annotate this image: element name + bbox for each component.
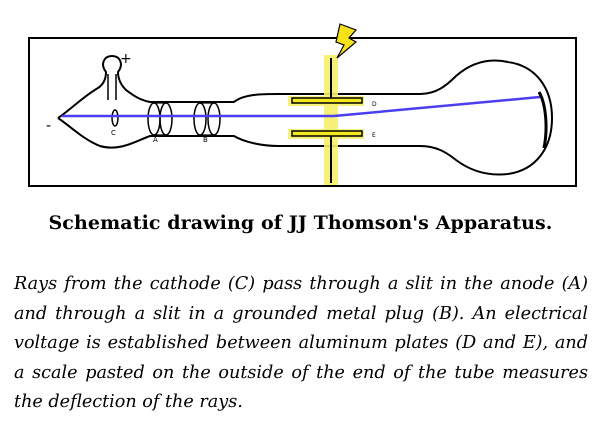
lightning-bolt-icon — [335, 23, 358, 59]
label-plug: B — [203, 136, 208, 144]
cathode-electrode — [111, 109, 119, 127]
plate-e — [291, 130, 363, 137]
side-arm — [107, 74, 117, 100]
scale — [537, 91, 548, 149]
label-cathode: C — [111, 129, 116, 137]
label-plate-e: E — [372, 132, 376, 139]
thomson-apparatus-diagram: + - C A B D E — [28, 23, 577, 187]
plate-highlight — [288, 55, 364, 185]
figure-caption: Schematic drawing of JJ Thomson's Appara… — [48, 212, 553, 234]
plug-electrode — [193, 102, 221, 136]
tube-outline-lower — [57, 117, 553, 176]
anode-electrode — [147, 102, 173, 136]
label-plate-d: D — [372, 101, 377, 108]
plate-d — [291, 97, 363, 104]
label-anode: A — [153, 136, 158, 144]
tube-outline-upper — [57, 54, 553, 119]
figure-description: Rays from the cathode (C) pass through a… — [14, 274, 588, 413]
label-plus: + — [120, 51, 132, 67]
label-minus: - — [46, 118, 51, 134]
diagram-frame — [28, 37, 577, 187]
cathode-ray-beam — [62, 95, 541, 118]
